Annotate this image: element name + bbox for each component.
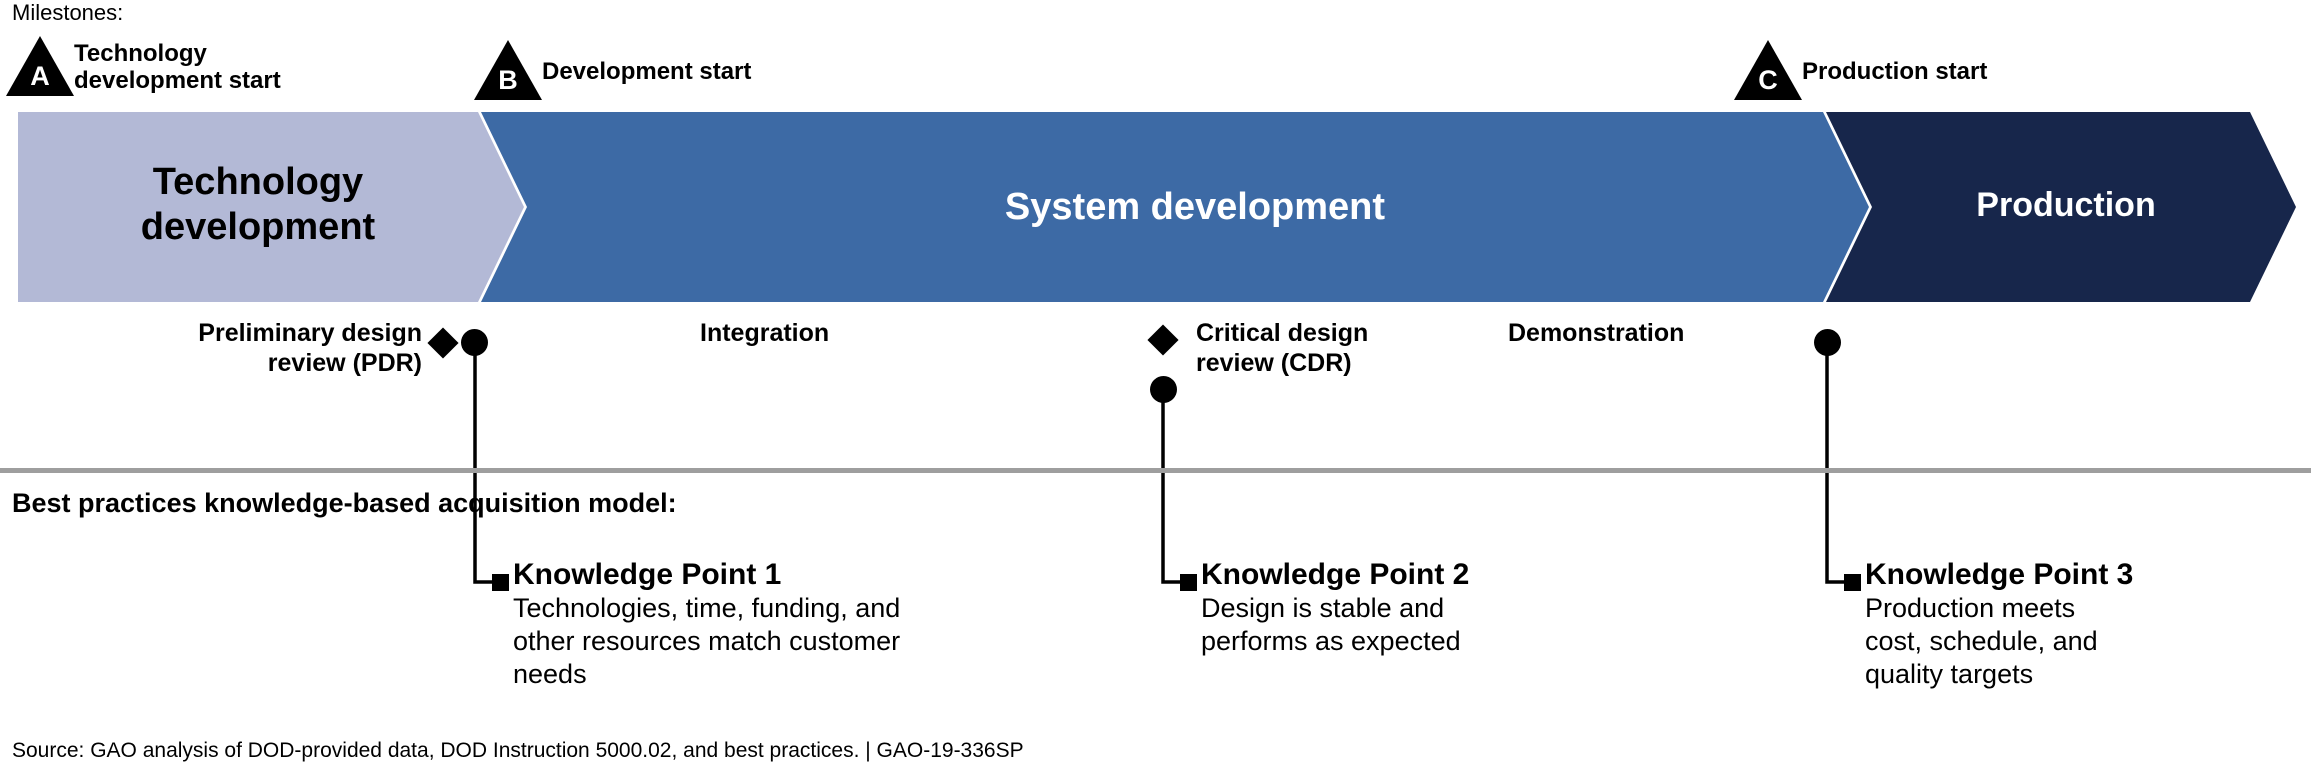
phase-label-production: Production [1976,186,2156,224]
activity-pdr: Preliminary design review (PDR) [110,318,422,378]
demonstration-circle-icon [1814,329,1841,356]
activity-demonstration-label: Demonstration [1508,319,1685,347]
activity-pdr-abbrev: (PDR) [352,349,422,377]
milestone-a-label: Technology development start [74,40,281,94]
knowledge-point-3: Knowledge Point 3 Production meets cost,… [1865,558,2295,691]
milestone-b: B Development start [474,40,751,100]
section-divider [0,468,2311,473]
milestone-a-triangle-icon: A [6,36,74,96]
knowledge-point-2-body: Design is stable and performs as expecte… [1201,593,1461,656]
cdr-circle-icon [1150,376,1177,403]
milestone-b-triangle-icon: B [474,40,542,100]
activity-integration: Integration [700,318,829,348]
knowledge-point-1-title: Knowledge Point 1 [513,558,782,591]
activity-cdr: Critical design review (CDR) [1196,318,1496,378]
activity-integration-label: Integration [700,319,830,347]
connector-kp3 [1825,352,1844,584]
milestone-c-letter: C [1758,65,1778,95]
phase-label-technology-development: Technology development [140,161,376,248]
phase-label-system-development: System development [1004,186,1386,228]
milestone-c-triangle-icon: C [1734,40,1802,100]
cdr-diamond-icon [1147,324,1179,356]
activity-pdr-label: Preliminary design review [198,319,422,377]
milestones-heading: Milestones: [12,0,124,25]
pdr-circle-icon [461,329,488,356]
best-practices-heading: Best practices knowledge-based acquisiti… [12,488,677,518]
knowledge-point-3-title: Knowledge Point 3 [1865,558,2134,591]
connector-kp3-arrow [1844,574,1861,591]
milestone-b-label: Development start [542,58,752,85]
activity-cdr-abbrev: (CDR) [1280,349,1352,377]
connector-kp2 [1161,402,1180,584]
knowledge-point-1-body: Technologies, time, funding, and other r… [513,593,901,689]
milestone-b-letter: B [498,65,518,95]
knowledge-point-3-body: Production meets cost, schedule, and qua… [1865,593,2098,689]
source-note: Source: GAO analysis of DOD-provided dat… [12,739,1024,762]
activity-demonstration: Demonstration [1508,318,1684,348]
knowledge-point-2-title: Knowledge Point 2 [1201,558,1470,591]
connector-kp1-arrow [492,574,509,591]
knowledge-point-2: Knowledge Point 2 Design is stable and p… [1201,558,1661,658]
pdr-diamond-icon [427,327,459,359]
knowledge-point-1: Knowledge Point 1 Technologies, time, fu… [513,558,1033,691]
milestone-c-label: Production start [1802,58,1988,85]
connector-kp1 [473,352,492,584]
connector-kp2-arrow [1180,574,1197,591]
milestone-c: C Production start [1734,40,1987,100]
milestone-a: A Technology development start [6,36,281,96]
activity-cdr-label: Critical design review [1196,319,1369,377]
milestone-a-letter: A [30,61,50,91]
